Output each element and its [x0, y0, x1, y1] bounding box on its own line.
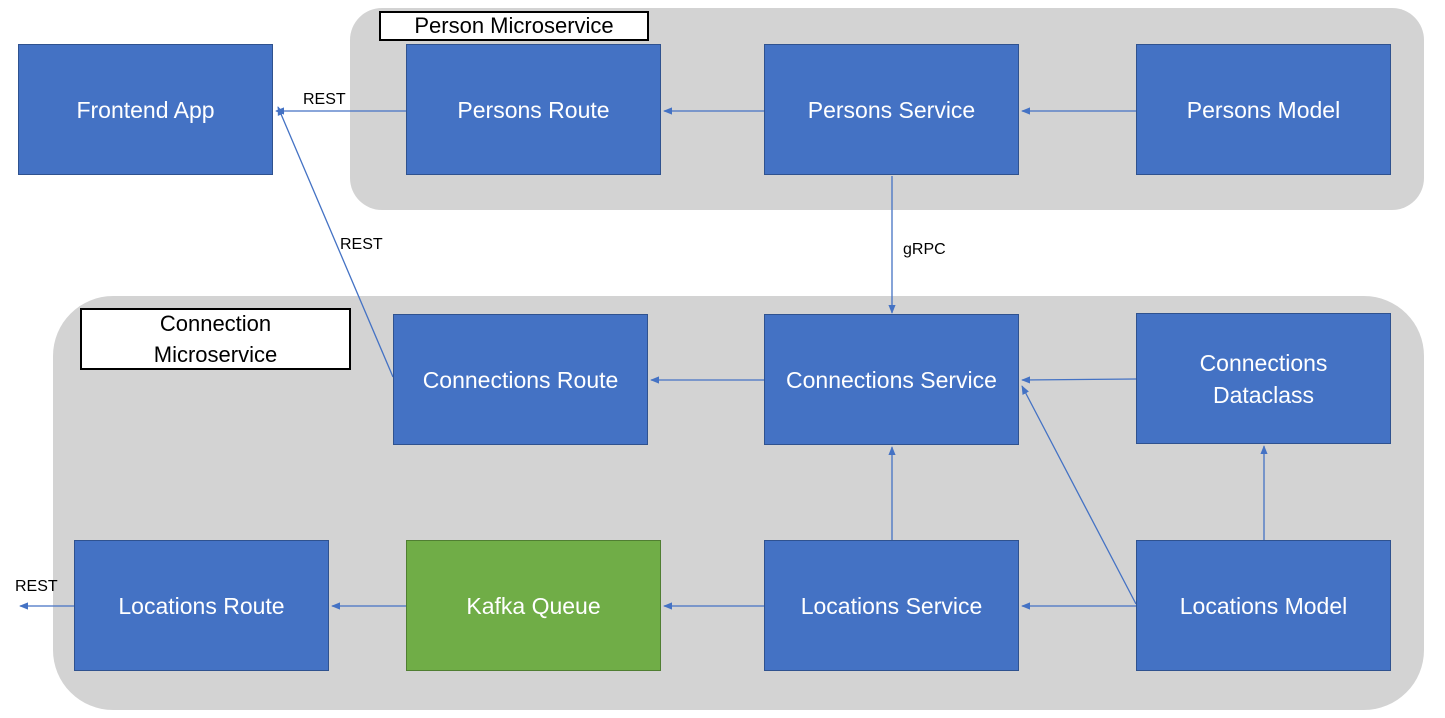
edge-locations-model-to-connections-service	[1021, 385, 1137, 605]
connection-microservice-label: Connection Microservice	[80, 308, 351, 370]
edge-label-grpc: gRPC	[903, 241, 946, 258]
connections-service-node: Connections Service	[764, 314, 1019, 445]
edge-label-persons-route-rest: REST	[303, 91, 346, 108]
persons-model-node: Persons Model	[1136, 44, 1391, 175]
person-microservice-label: Person Microservice	[379, 11, 649, 41]
edge-connections-dataclass-to-connections-service	[1021, 376, 1137, 384]
persons-service-node: Persons Service	[764, 44, 1019, 175]
locations-model-node: Locations Model	[1136, 540, 1391, 671]
edge-label-locations-route-rest: REST	[15, 578, 58, 595]
locations-route-node: Locations Route	[74, 540, 329, 671]
kafka-queue-node: Kafka Queue	[406, 540, 661, 671]
edge-connections-route-to-frontend-app	[277, 106, 394, 378]
connections-dataclass-node: Connections Dataclass	[1136, 313, 1391, 444]
connections-route-node: Connections Route	[393, 314, 648, 445]
frontend-app-node: Frontend App	[18, 44, 273, 175]
locations-service-node: Locations Service	[764, 540, 1019, 671]
persons-route-node: Persons Route	[406, 44, 661, 175]
edge-label-connections-route-rest: REST	[340, 236, 383, 253]
